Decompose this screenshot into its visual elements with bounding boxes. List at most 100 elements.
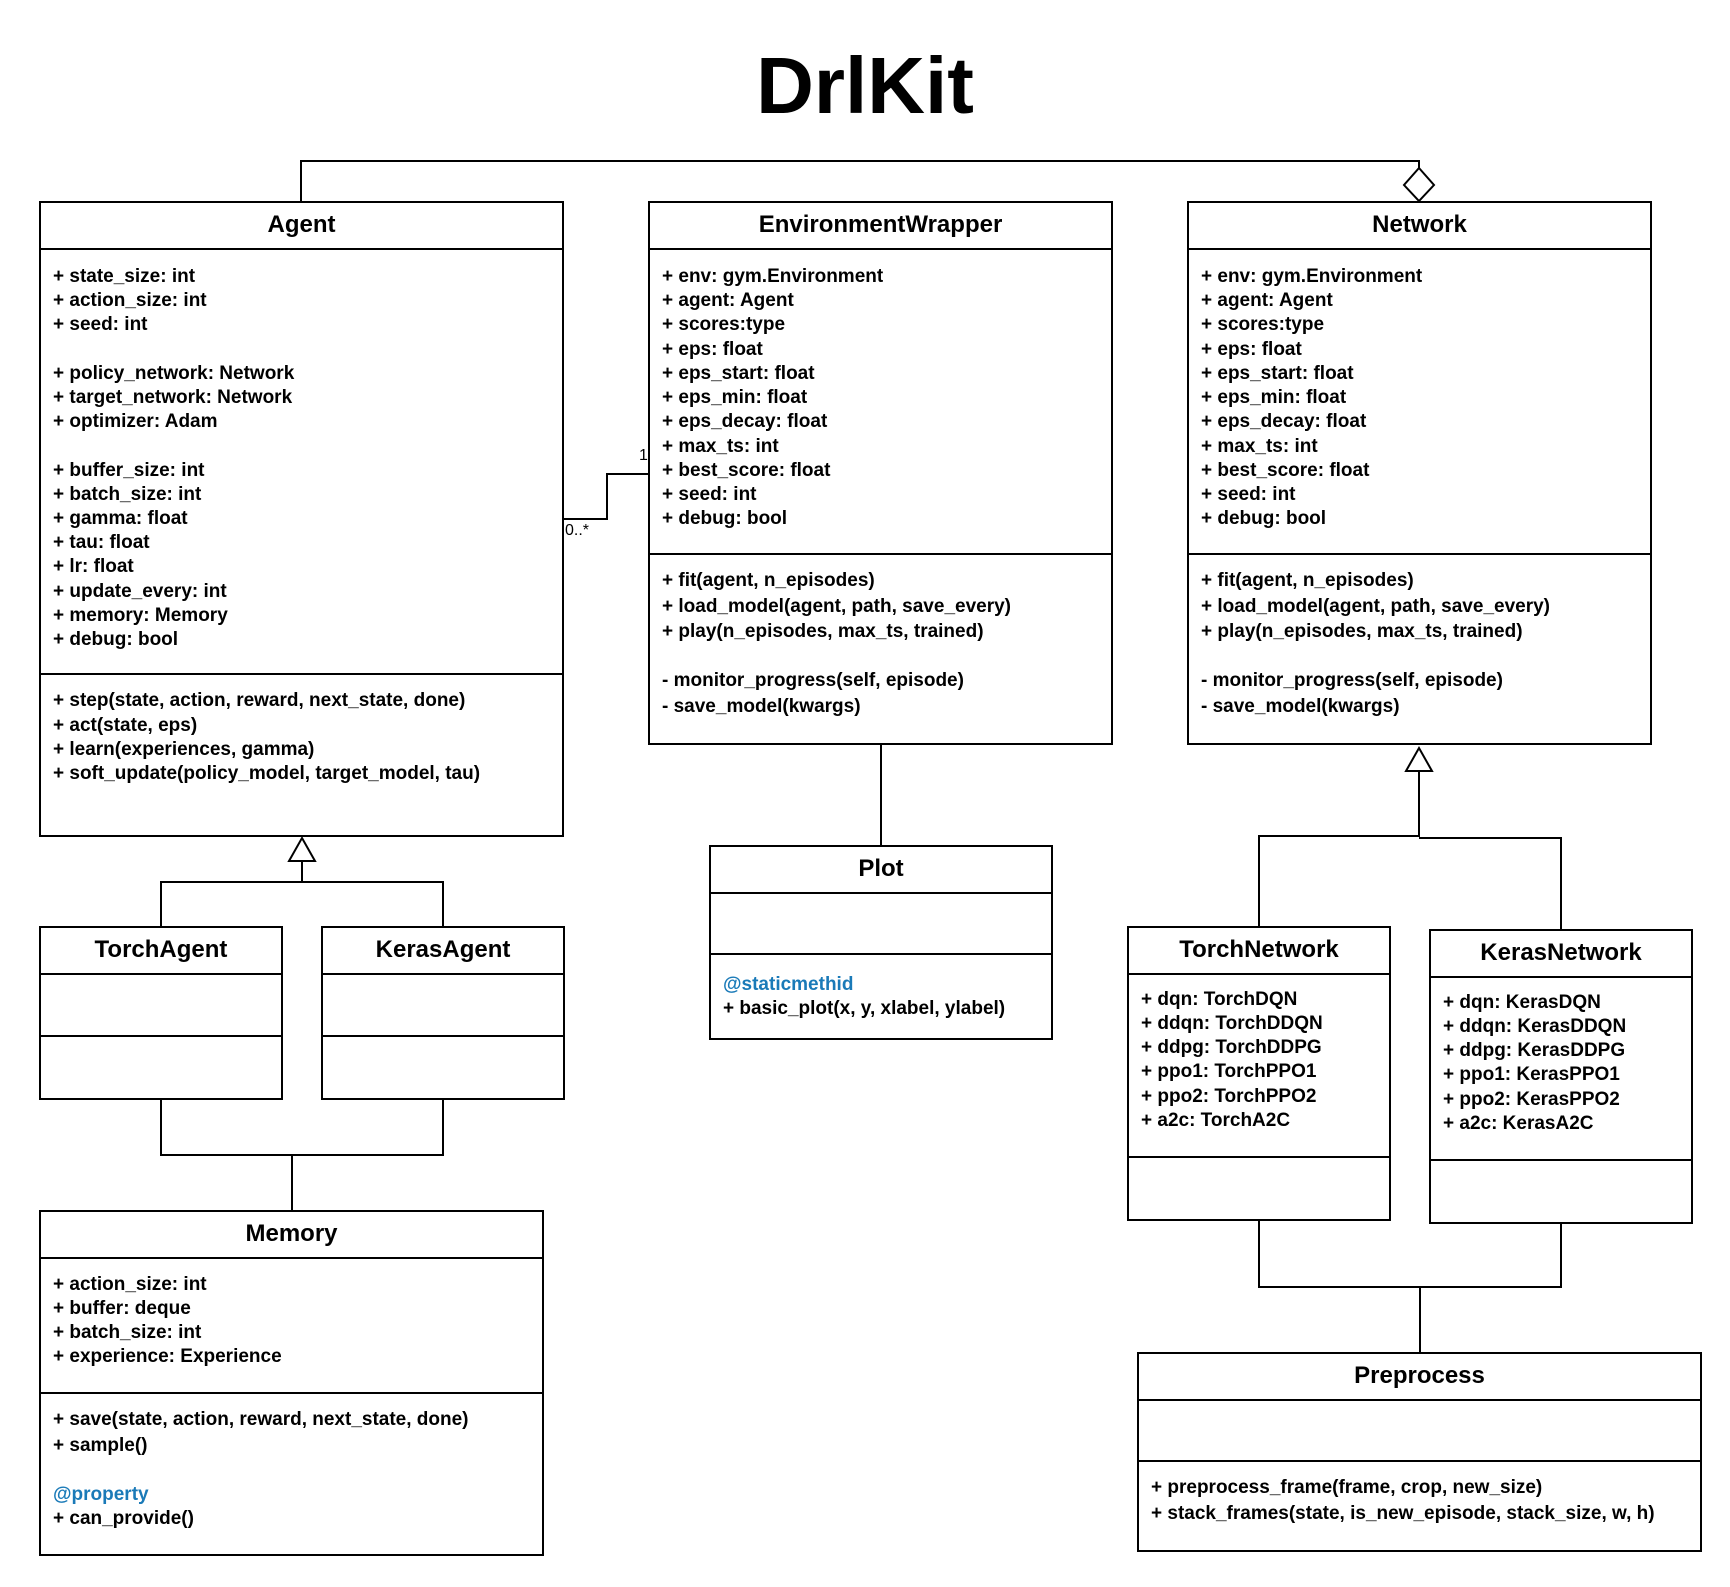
class-name: KerasNetwork <box>1431 931 1691 978</box>
attribute: + ppo2: KerasPPO2 <box>1443 1089 1620 1110</box>
attribute: + env: gym.Environment <box>662 266 884 287</box>
agent-network-aggregation-line <box>300 160 1420 201</box>
attribute: + a2c: KerasA2C <box>1443 1113 1594 1134</box>
aggregation-diamond <box>1402 166 1436 203</box>
attribute: + policy_network: Network <box>53 363 295 384</box>
attribute: + gamma: float <box>53 508 188 529</box>
attribute: + debug: bool <box>662 508 788 529</box>
attributes-section <box>1139 1401 1700 1462</box>
attribute: + eps: float <box>1201 339 1302 360</box>
attribute: + buffer_size: int <box>53 460 205 481</box>
attribute: + buffer: deque <box>53 1298 191 1319</box>
attribute: + ppo2: TorchPPO2 <box>1141 1086 1317 1107</box>
class-network: Network + env: gym.Environment + agent: … <box>1187 201 1652 745</box>
attribute: + experience: Experience <box>53 1346 282 1367</box>
method: - monitor_progress(self, episode) <box>662 670 964 691</box>
agent-inherit-triangle <box>287 835 317 862</box>
method: - monitor_progress(self, episode) <box>1201 670 1503 691</box>
methods-section: + step(state, action, reward, next_state… <box>41 675 562 835</box>
attribute: + ppo1: TorchPPO1 <box>1141 1061 1317 1082</box>
attribute: + tau: float <box>53 532 150 553</box>
methods-section <box>1129 1158 1389 1219</box>
method: + act(state, eps) <box>53 715 198 736</box>
attribute: + debug: bool <box>1201 508 1327 529</box>
attribute: + batch_size: int <box>53 1322 202 1343</box>
attribute: + ddpg: TorchDDPG <box>1141 1037 1322 1058</box>
network-inherit-triangle <box>1404 745 1434 772</box>
method: + can_provide() <box>53 1508 194 1529</box>
class-name: Memory <box>41 1212 542 1259</box>
class-name: Agent <box>41 203 562 250</box>
class-torch-network: TorchNetwork + dqn: TorchDQN + ddqn: Tor… <box>1127 926 1391 1221</box>
methods-section: + fit(agent, n_episodes) + load_model(ag… <box>1189 555 1650 743</box>
class-keras-network: KerasNetwork + dqn: KerasDQN + ddqn: Ker… <box>1429 929 1693 1224</box>
method: + basic_plot(x, y, xlabel, ylabel) <box>723 998 1006 1019</box>
attribute: + eps_start: float <box>1201 363 1354 384</box>
decorator-label: @property <box>53 1484 149 1505</box>
method: - save_model(kwargs) <box>662 696 861 717</box>
attribute: + seed: int <box>662 484 757 505</box>
kerasnetwork-inherit-line <box>1419 837 1562 930</box>
class-name: TorchAgent <box>41 928 281 975</box>
attribute: + scores:type <box>662 314 786 335</box>
class-memory: Memory + action_size: int + buffer: dequ… <box>39 1210 544 1556</box>
methods-section: @staticmethid + basic_plot(x, y, xlabel,… <box>711 955 1051 1038</box>
methods-section: + preprocess_frame(frame, crop, new_size… <box>1139 1462 1700 1550</box>
methods-section <box>1431 1161 1691 1222</box>
method: + preprocess_frame(frame, crop, new_size… <box>1151 1477 1543 1498</box>
attribute: + agent: Agent <box>662 290 794 311</box>
class-name: KerasAgent <box>323 928 563 975</box>
attribute: + dqn: KerasDQN <box>1443 992 1601 1013</box>
attribute: + a2c: TorchA2C <box>1141 1110 1291 1131</box>
class-name: EnvironmentWrapper <box>650 203 1111 250</box>
attribute: + ppo1: KerasPPO1 <box>1443 1064 1620 1085</box>
attribute: + memory: Memory <box>53 605 228 626</box>
class-plot: Plot @staticmethid + basic_plot(x, y, xl… <box>709 845 1053 1040</box>
attribute: + eps_start: float <box>662 363 815 384</box>
attribute: + eps_decay: float <box>1201 411 1367 432</box>
method: + soft_update(policy_model, target_model… <box>53 763 481 784</box>
class-preprocess: Preprocess + preprocess_frame(frame, cro… <box>1137 1352 1702 1552</box>
attribute: + max_ts: int <box>662 436 779 457</box>
class-name: TorchNetwork <box>1129 928 1389 975</box>
attribute: + batch_size: int <box>53 484 202 505</box>
attribute: + eps_min: float <box>1201 387 1347 408</box>
diagram-title: DrlKit <box>756 41 974 130</box>
methods-section <box>323 1037 563 1098</box>
multiplicity-env: 1 <box>639 447 648 464</box>
attribute: + seed: int <box>1201 484 1296 505</box>
class-torch-agent: TorchAgent <box>39 926 283 1100</box>
attribute: + agent: Agent <box>1201 290 1333 311</box>
method: + step(state, action, reward, next_state… <box>53 690 466 711</box>
attribute: + update_every: int <box>53 581 227 602</box>
torchnetwork-inherit-line <box>1258 771 1420 927</box>
method: + learn(experiences, gamma) <box>53 739 315 760</box>
class-environment-wrapper: EnvironmentWrapper + env: gym.Environmen… <box>648 201 1113 745</box>
agent-env-association-line <box>563 473 650 520</box>
attribute: + best_score: float <box>1201 460 1370 481</box>
method: - save_model(kwargs) <box>1201 696 1400 717</box>
attribute: + eps_min: float <box>662 387 808 408</box>
method: + fit(agent, n_episodes) <box>1201 570 1414 591</box>
attribute: + ddqn: KerasDDQN <box>1443 1016 1627 1037</box>
attributes-section <box>711 894 1051 955</box>
attribute: + eps_decay: float <box>662 411 828 432</box>
torchagent-inherit-line <box>160 881 444 927</box>
methods-section <box>41 1037 281 1098</box>
attributes-section <box>323 975 563 1037</box>
attributes-section: + state_size: int + action_size: int + s… <box>41 250 562 675</box>
attribute: + action_size: int <box>53 1274 207 1295</box>
class-name: Preprocess <box>1139 1354 1700 1401</box>
method: + save(state, action, reward, next_state… <box>53 1409 469 1430</box>
method: + play(n_episodes, max_ts, trained) <box>1201 621 1523 642</box>
attribute: + lr: float <box>53 556 134 577</box>
attributes-section: + dqn: TorchDQN + ddqn: TorchDDQN + ddpg… <box>1129 975 1389 1158</box>
attribute: + ddqn: TorchDDQN <box>1141 1013 1323 1034</box>
attribute: + action_size: int <box>53 290 207 311</box>
method: + sample() <box>53 1435 148 1456</box>
decorator-label: @staticmethid <box>723 974 854 995</box>
multiplicity-agent: 0..* <box>565 522 590 539</box>
attribute: + debug: bool <box>53 629 179 650</box>
methods-section: + save(state, action, reward, next_state… <box>41 1394 542 1554</box>
